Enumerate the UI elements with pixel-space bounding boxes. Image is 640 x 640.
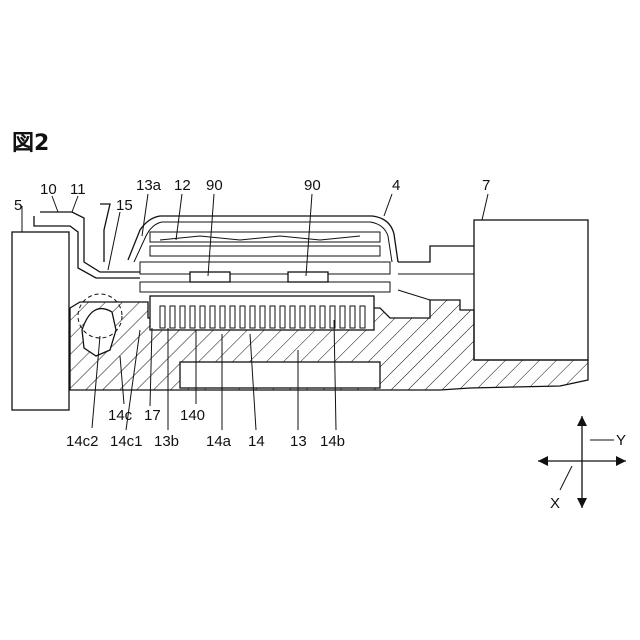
label-14b: 14b bbox=[320, 433, 345, 450]
housing-void bbox=[180, 362, 380, 388]
label-14c: 14c bbox=[108, 407, 133, 424]
label-17: 17 bbox=[144, 407, 161, 424]
label-7: 7 bbox=[482, 177, 490, 194]
fin bbox=[260, 306, 265, 328]
label-4: 4 bbox=[392, 177, 400, 194]
heat-sink-14 bbox=[150, 296, 374, 330]
fin bbox=[250, 306, 255, 328]
layer-wave bbox=[160, 236, 360, 240]
fin bbox=[320, 306, 325, 328]
fin bbox=[340, 306, 345, 328]
fin bbox=[290, 306, 295, 328]
fin bbox=[360, 306, 365, 328]
fin bbox=[270, 306, 275, 328]
right-connector bbox=[398, 246, 474, 262]
fin bbox=[160, 306, 165, 328]
fin bbox=[280, 306, 285, 328]
fin bbox=[350, 306, 355, 328]
label-5: 5 bbox=[14, 197, 22, 214]
figure-title: 図2 bbox=[12, 131, 49, 156]
component-90-b bbox=[288, 272, 328, 282]
fin bbox=[220, 306, 225, 328]
component-90-a bbox=[190, 272, 230, 282]
label-14c1: 14c1 bbox=[110, 433, 143, 450]
component-7-box bbox=[474, 220, 588, 360]
label-15: 15 bbox=[116, 197, 133, 214]
fin bbox=[200, 306, 205, 328]
fin bbox=[300, 306, 305, 328]
label-12: 12 bbox=[174, 177, 191, 194]
label-11: 11 bbox=[70, 181, 86, 198]
fin bbox=[210, 306, 215, 328]
label-10: 10 bbox=[40, 181, 57, 198]
fin bbox=[310, 306, 315, 328]
label-140: 140 bbox=[180, 407, 205, 424]
wire-clip bbox=[100, 204, 110, 262]
label-13a: 13a bbox=[136, 177, 162, 194]
right-line-2 bbox=[398, 290, 430, 300]
label-90b: 90 bbox=[304, 177, 321, 194]
label-14: 14 bbox=[248, 433, 265, 450]
layer-board bbox=[140, 262, 390, 274]
axis-x-label: X bbox=[550, 495, 560, 512]
fin bbox=[230, 306, 235, 328]
axis-y-label: Y bbox=[616, 432, 626, 449]
layer-12-mid bbox=[150, 246, 380, 256]
fin bbox=[180, 306, 185, 328]
fin bbox=[170, 306, 175, 328]
component-5-box bbox=[12, 232, 69, 410]
label-14c2: 14c2 bbox=[66, 433, 99, 450]
fin bbox=[240, 306, 245, 328]
layer-base bbox=[140, 282, 390, 292]
label-90a: 90 bbox=[206, 177, 223, 194]
fin bbox=[190, 306, 195, 328]
label-13: 13 bbox=[290, 433, 307, 450]
label-14a: 14a bbox=[206, 433, 232, 450]
label-13b: 13b bbox=[154, 433, 179, 450]
